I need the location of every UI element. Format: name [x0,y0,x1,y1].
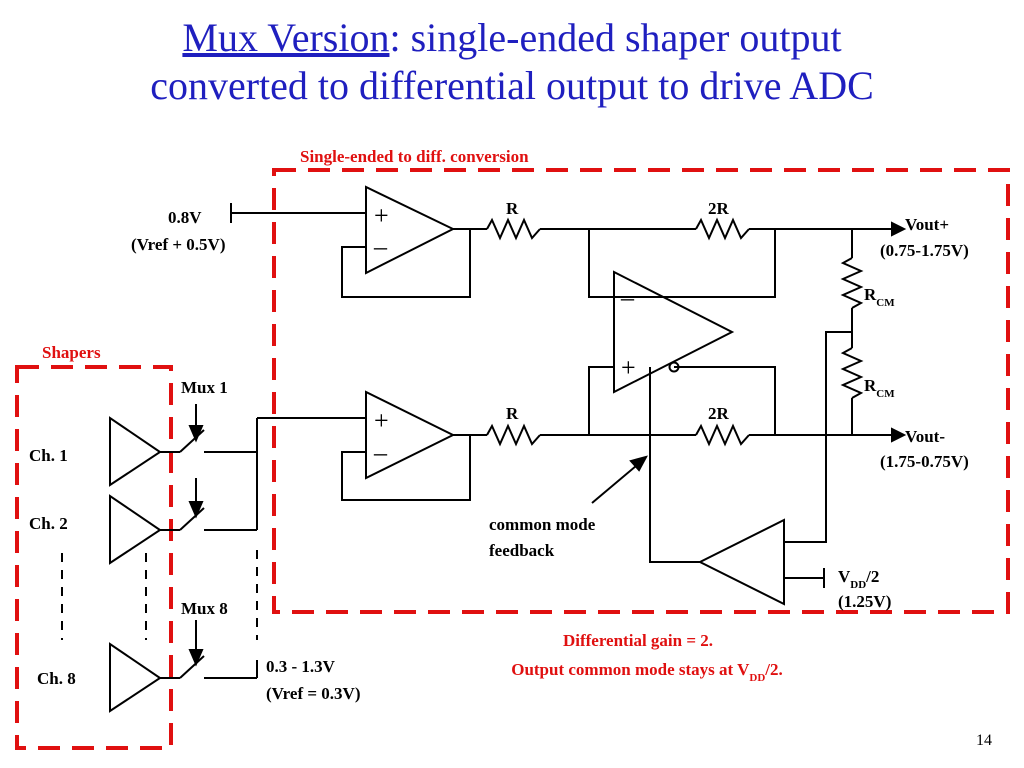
vout-minus-label: Vout- [905,427,945,446]
label-2r-bottom: 2R [708,404,730,423]
vdd-tail: /2 [865,567,879,586]
resistor-2r-top [695,217,750,241]
resistor-r-top [486,217,541,241]
cm-note-pre: Output common mode stays at V [511,660,750,679]
cmfb-pointer-head [629,455,648,472]
slide-title: Mux Version: single-ended shaper output … [0,14,1024,110]
vdd-sub: DD [850,579,866,591]
wire-rcm-to-cmfb [784,331,852,543]
resistor-rcm-top [840,257,864,309]
gain-note: Differential gain = 2. [563,631,713,650]
wire-bottom-node-to-plus [588,366,614,435]
wire-top-2r-loop [614,229,776,298]
title-line2: converted to differential output to driv… [150,63,874,108]
resistor-r-bottom [486,423,541,447]
vout-plus-label: Vout+ [905,215,949,234]
rcm-bottom-main: R [864,376,877,395]
vref-top-label: 0.8V [168,208,202,227]
rcm-top-main: R [864,285,877,304]
mux8-control-arrow [188,649,204,667]
shaper-ch8 [109,642,162,713]
label-2r-top: 2R [708,199,730,218]
resistor-2r-bottom [695,423,750,447]
cm-note-post: /2. [764,660,782,679]
wire-bottom-2r-loop [674,366,776,435]
switch-mux1[interactable] [179,429,205,453]
cmfb-amplifier [697,518,785,606]
buffer-top-minus: – [373,232,388,261]
diff-plus: + [621,353,636,382]
wire-feedback-top [341,228,471,298]
cmfb-label-line1: common mode [489,515,596,534]
switch-mux8[interactable] [179,655,205,679]
shaper-ch2 [109,494,162,565]
vref-top-note: (Vref + 0.5V) [131,235,226,254]
rcm-top-label: RCM [864,285,895,309]
rcm-bottom-label: RCM [864,376,895,400]
buffer-top-plus: + [374,201,389,230]
title-line1-rest: : single-ended shaper output [389,15,842,60]
shapers-box-label: Shapers [42,343,101,362]
buffer-opamp-top [365,185,456,275]
vout-minus-range: (1.75-0.75V) [880,452,969,471]
buffer-bottom-plus: + [374,406,389,435]
cmfb-label-line2: feedback [489,541,555,560]
shaper-ch1 [109,416,162,487]
vdd-half-value: (1.25V) [838,592,891,611]
mux8-label: Mux 8 [181,599,228,618]
shapers-box [15,365,173,750]
buffer-opamp-bottom [365,390,456,480]
ch1-label: Ch. 1 [29,446,68,465]
mux1-control-arrow [188,425,204,443]
input-vref-label: (Vref = 0.3V) [266,684,361,703]
vdd-main: V [838,567,851,586]
arrow-vout-plus [891,221,907,237]
vout-plus-range: (0.75-1.75V) [880,241,969,260]
rcm-top-sub: CM [876,297,895,309]
conversion-box [272,168,1010,614]
wire-feedback-bottom [341,434,471,501]
input-range-label: 0.3 - 1.3V [266,657,336,676]
page-number: 14 [976,732,992,749]
title-underlined: Mux Version [182,15,390,60]
cm-note-sub: DD [749,672,765,684]
wire-cmfb-out [649,367,700,563]
ch2-label: Ch. 2 [29,514,68,533]
mux2-control-arrow [188,501,204,519]
conversion-box-label: Single-ended to diff. conversion [300,147,529,166]
buffer-bottom-minus: – [373,438,388,467]
label-r-top: R [506,199,519,218]
ch8-label: Ch. 8 [37,669,76,688]
diff-minus: – [620,283,635,312]
wire-top-node-to-minus [588,229,614,298]
switch-mux2[interactable] [179,507,205,531]
resistor-rcm-bottom [840,347,864,399]
arrow-vout-minus [891,427,907,443]
mux1-label: Mux 1 [181,378,228,397]
cm-note: Output common mode stays at VDD/2. [511,660,783,684]
label-r-bottom: R [506,404,519,423]
vdd-half-label: VDD/2 [838,567,879,591]
cmfb-pointer-line [591,465,637,504]
rcm-bottom-sub: CM [876,388,895,400]
